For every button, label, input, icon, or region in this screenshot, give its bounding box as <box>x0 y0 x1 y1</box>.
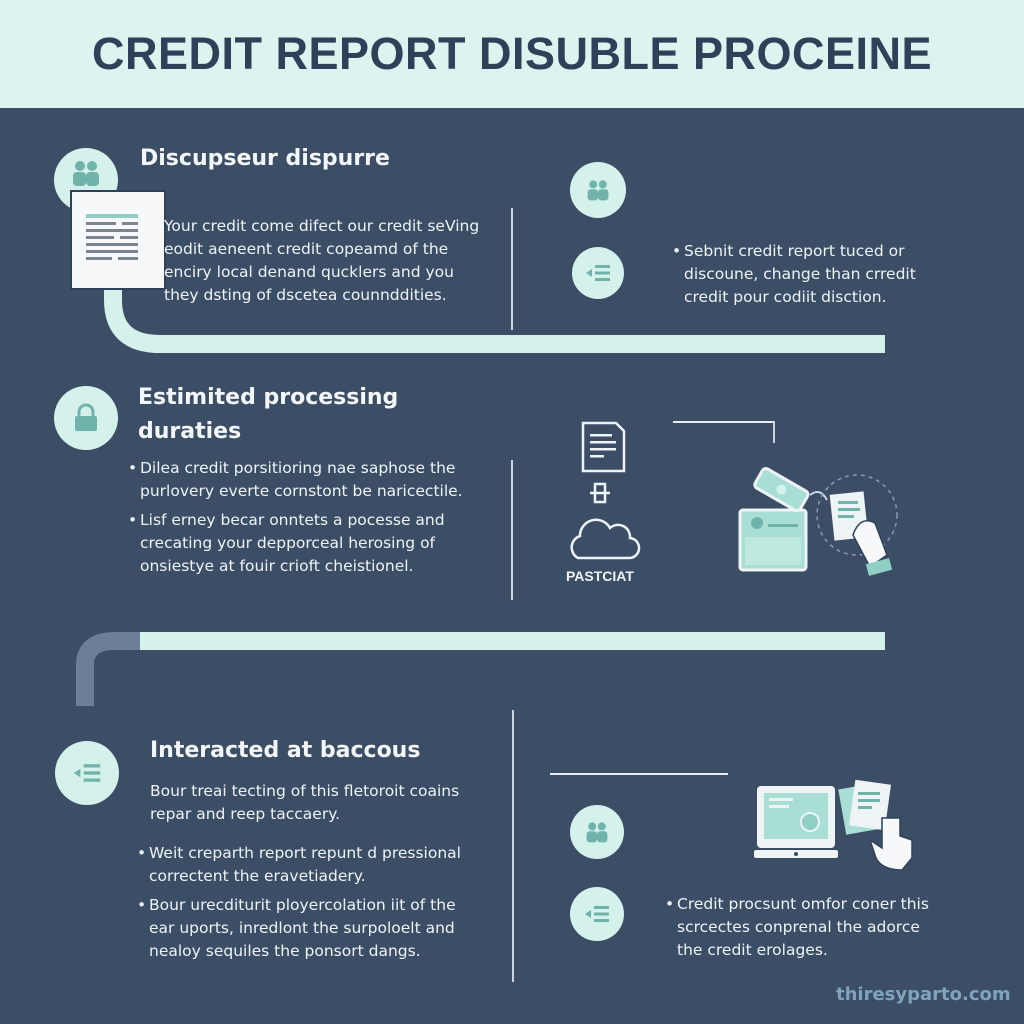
page-title: CREDIT REPORT DISUBLE PROCEINE <box>91 28 933 79</box>
people-icon <box>587 180 609 201</box>
section3-heading: Interacted at baccous <box>150 738 421 763</box>
credit-card-scan-illustration <box>738 467 898 576</box>
lock-icon-circle <box>54 386 118 450</box>
list-icon <box>585 906 609 922</box>
divider-line <box>673 421 775 423</box>
header-banner: CREDIT REPORT DISUBLE PROCEINE <box>0 0 1024 108</box>
section1-heading: Discupseur dispurre <box>140 146 390 171</box>
list-icon <box>586 265 610 281</box>
list-icon-circle <box>572 247 624 299</box>
divider <box>511 208 513 330</box>
divider-line <box>773 421 775 443</box>
section3-bullet: Bour urecditurit ployercolation iit of t… <box>137 894 456 963</box>
section-bar <box>140 632 885 650</box>
document-icon <box>70 190 166 290</box>
laptop-hand-illustration <box>754 779 913 871</box>
people-icon-circle <box>570 805 624 859</box>
document-cloud-icon <box>570 421 641 560</box>
section3-bullet: Weit creparth report repunt d pressional… <box>137 842 461 888</box>
watermark: thiresyparto.com <box>836 984 1011 1005</box>
lock-icon <box>75 403 97 431</box>
connector-path-2 <box>76 632 140 706</box>
section2-bullet: Lisf erney becar onntets a pocesse andcr… <box>128 509 445 578</box>
connector-path-1 <box>104 285 885 353</box>
illustration-label: PASTCIAT <box>566 568 634 584</box>
divider <box>511 460 513 600</box>
section1-body: Your credit come difect our credit seVin… <box>164 217 480 304</box>
list-icon-circle <box>55 741 119 805</box>
list-icon <box>73 764 101 782</box>
people-icon <box>73 161 99 186</box>
section3-intro: Bour treai tecting of this fletoroit coa… <box>150 782 460 823</box>
section3-right-bullet: Credit procsunt omfor coner thisscrcecte… <box>665 893 929 962</box>
people-icon-circle <box>570 162 626 218</box>
divider <box>512 710 514 982</box>
divider-line <box>550 773 728 775</box>
people-icon <box>586 822 608 843</box>
list-icon-circle <box>570 887 624 941</box>
section2-bullet: Dilea credit porsitioring nae saphose th… <box>128 457 463 503</box>
